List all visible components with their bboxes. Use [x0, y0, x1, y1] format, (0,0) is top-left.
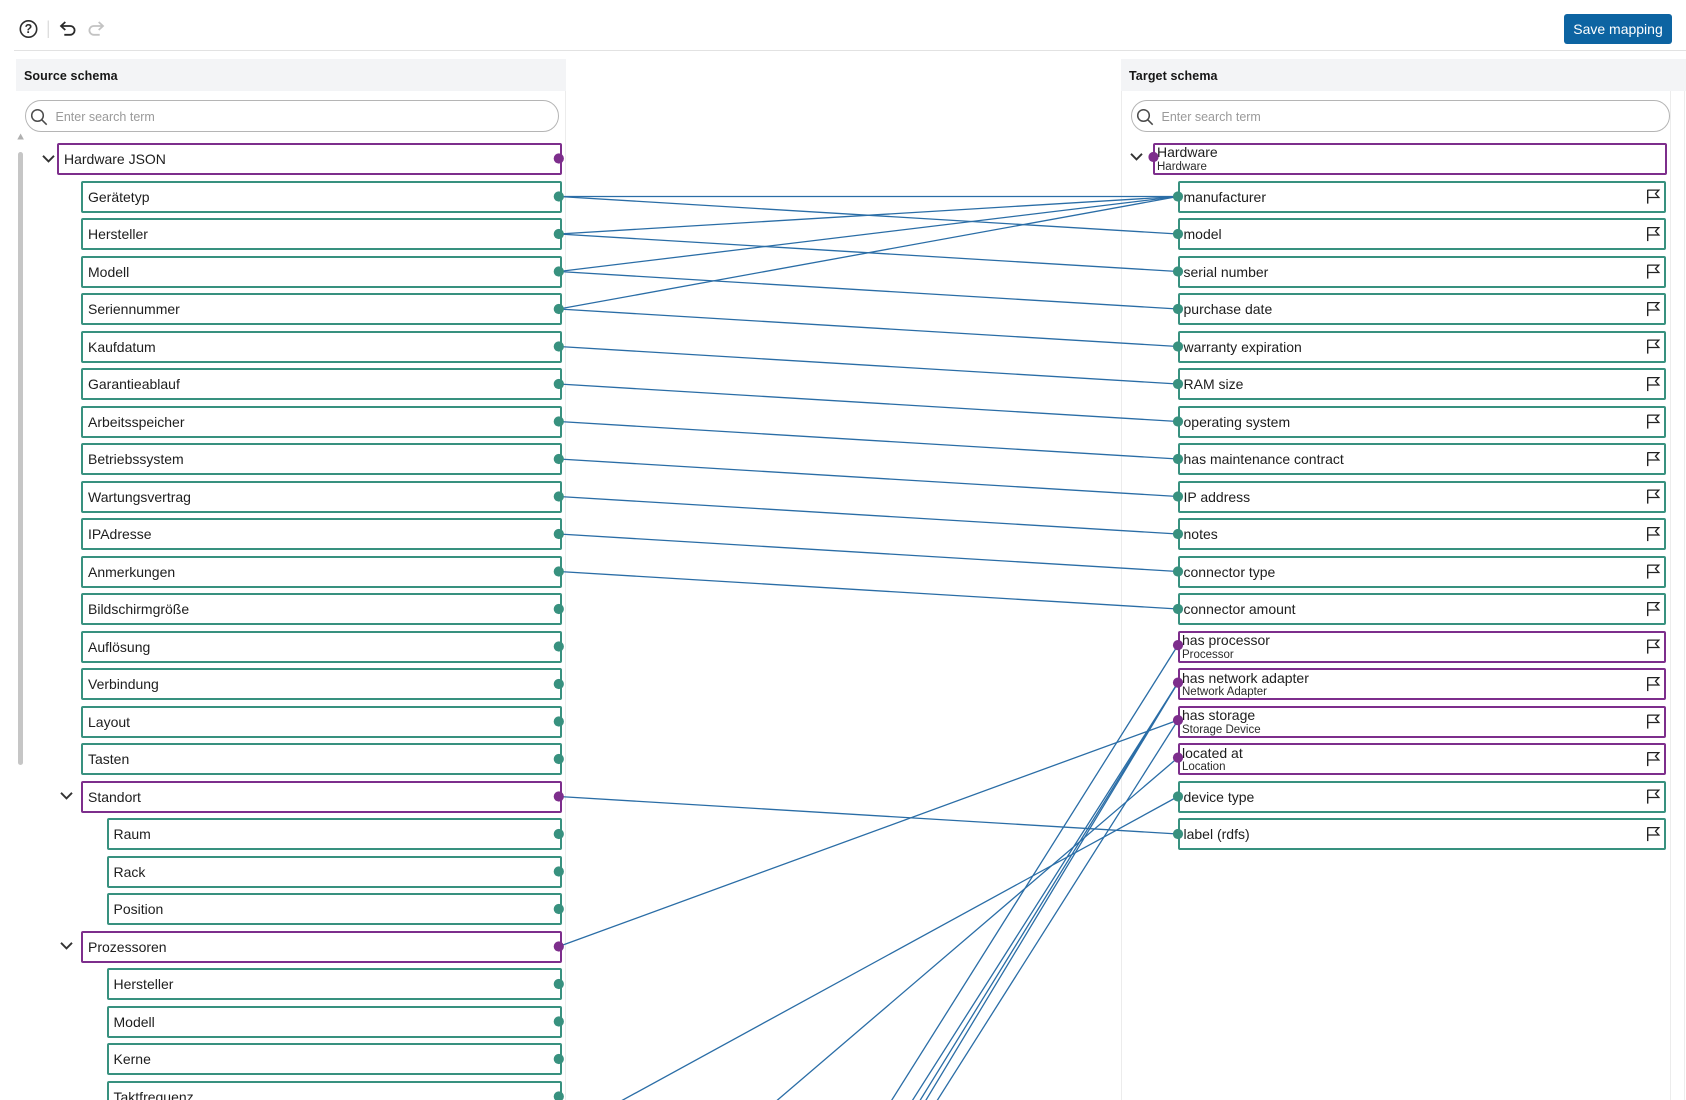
svg-text:?: ? — [25, 22, 33, 36]
